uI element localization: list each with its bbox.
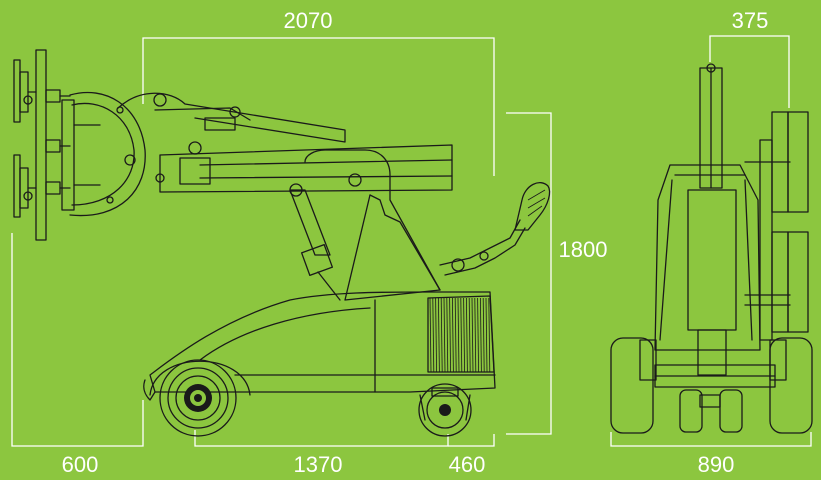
battery-grille xyxy=(427,295,495,373)
overall-length-line xyxy=(142,37,495,176)
mast xyxy=(304,149,441,301)
overall-length-label: 2070 xyxy=(284,8,333,33)
rear-overhang-line xyxy=(448,434,495,447)
front-overhang-line xyxy=(11,233,144,447)
side-view xyxy=(13,49,551,437)
overall-width-label: 890 xyxy=(698,452,735,477)
main-boom xyxy=(155,141,453,193)
upper-arm xyxy=(117,92,346,143)
front-view-wheels xyxy=(610,337,813,434)
lift-cylinder xyxy=(289,183,341,301)
rotator-ring xyxy=(61,91,146,217)
dimension-labels: 2070 1800 600 1370 460 375 890 xyxy=(62,8,769,477)
height-label: 1800 xyxy=(559,237,608,262)
front-wheel xyxy=(149,359,251,437)
dimension-lines xyxy=(11,35,812,447)
chassis-body xyxy=(143,291,496,401)
frame-width-label: 375 xyxy=(732,8,769,33)
front-view xyxy=(610,63,813,434)
height-line xyxy=(506,112,552,435)
steering-handle xyxy=(439,182,551,276)
wheelbase-line xyxy=(194,430,449,447)
rear-wheel xyxy=(418,383,472,437)
wheelbase-label: 1370 xyxy=(294,452,343,477)
frame-width-line xyxy=(709,35,790,108)
overall-width-line xyxy=(610,432,812,447)
rear-overhang-label: 460 xyxy=(449,452,486,477)
front-overhang-label: 600 xyxy=(62,452,99,477)
vacuum-head xyxy=(13,49,71,241)
